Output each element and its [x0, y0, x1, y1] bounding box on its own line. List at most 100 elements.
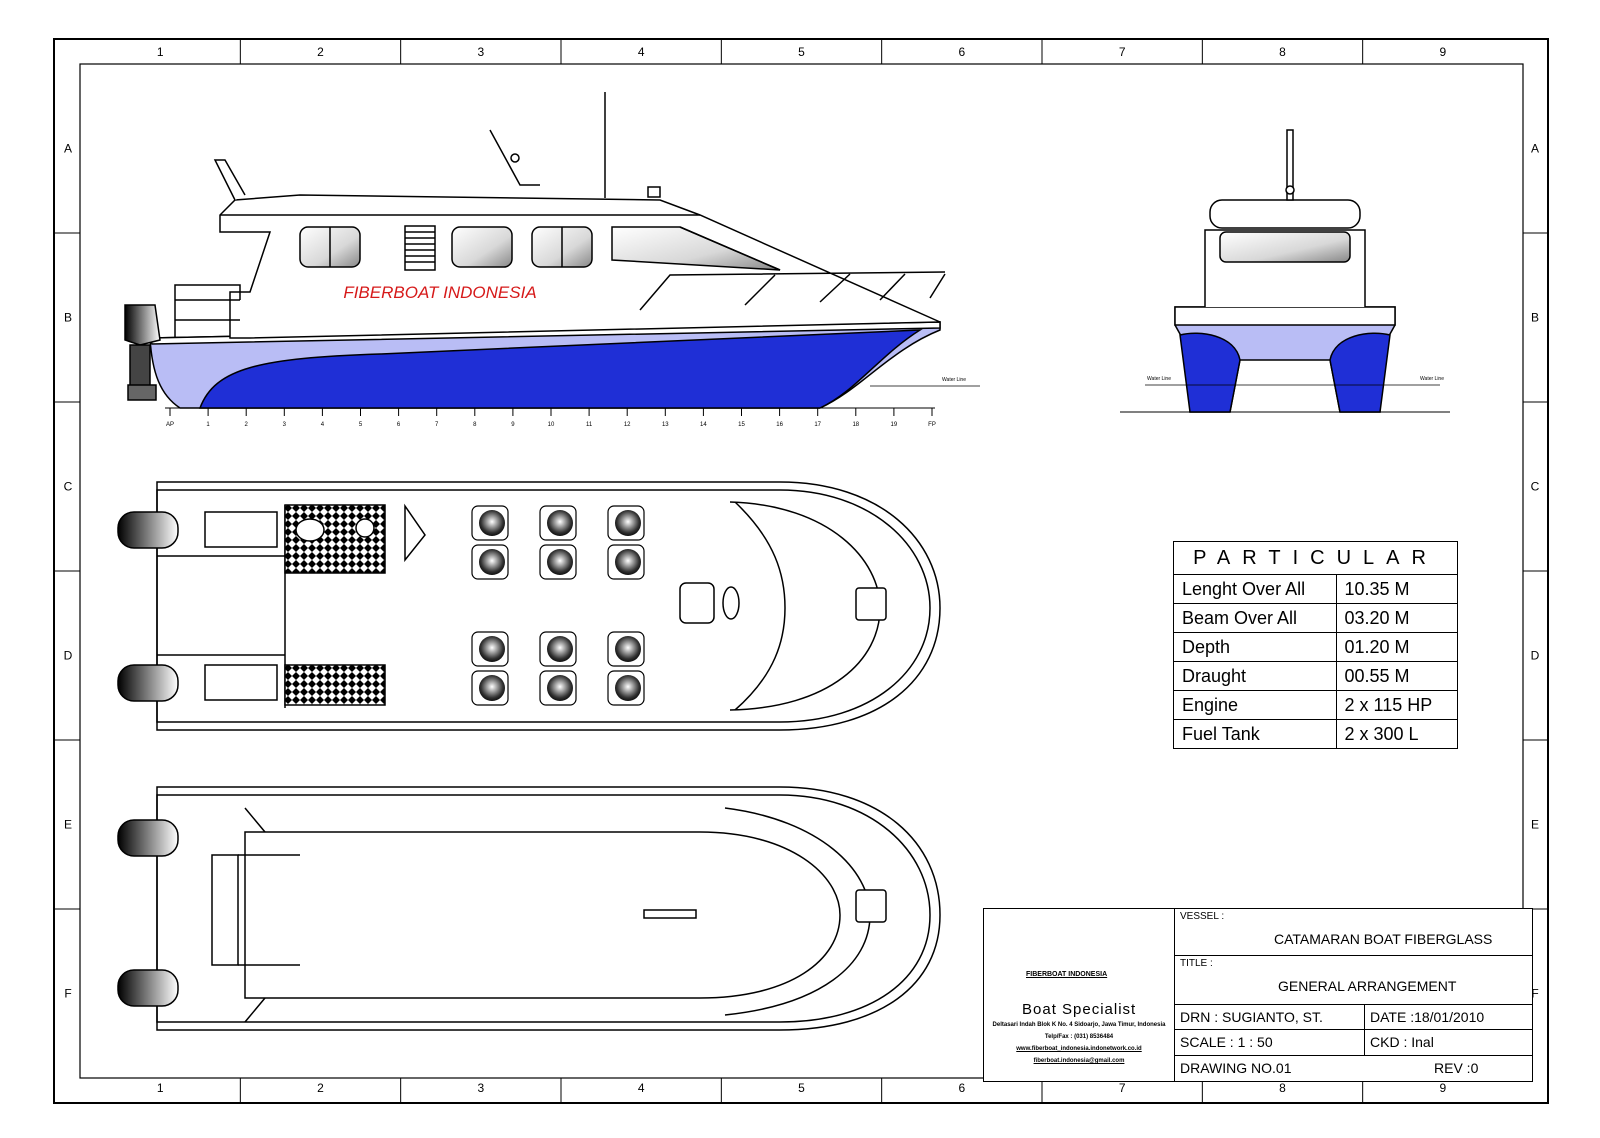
- profile-view: [124, 92, 980, 409]
- grid-column-label: 8: [1279, 45, 1286, 59]
- spec-label: Beam Over All: [1173, 603, 1337, 633]
- seat-cushion: [479, 636, 505, 662]
- grid-column-label: 3: [477, 45, 484, 59]
- station-label: 14: [700, 422, 707, 428]
- grid-row-label: E: [64, 818, 72, 832]
- company-phone: Telp/Fax : (031) 8536484: [1044, 1034, 1114, 1040]
- grid-column-label: 5: [798, 1081, 805, 1095]
- spec-value: 00.55 M: [1335, 661, 1458, 691]
- logo-text: FIBERBOAT INDONESIA: [1026, 971, 1108, 978]
- grid-row-label: F: [64, 987, 71, 1001]
- grid-column-label: 1: [157, 45, 164, 59]
- spec-value: 03.20 M: [1335, 603, 1458, 633]
- grid-column-label: 5: [798, 45, 805, 59]
- grid-row-label: D: [64, 649, 73, 663]
- spec-label: Depth: [1173, 632, 1337, 662]
- drawing-date: DATE :18/01/2010: [1370, 1009, 1485, 1025]
- grid-ticks: [54, 39, 1548, 1103]
- vessel-value: CATAMARAN BOAT FIBERGLASS: [1274, 931, 1493, 947]
- seat-cushion: [479, 549, 505, 575]
- revision: REV :0: [1434, 1060, 1479, 1076]
- grid-column-label: 8: [1279, 1081, 1286, 1095]
- grid-column-label: 4: [638, 45, 645, 59]
- seat-cushion: [479, 675, 505, 701]
- grid-column-label: 1: [157, 1081, 164, 1095]
- water-line-label-front-right: Water Line: [1420, 376, 1444, 382]
- company-email[interactable]: fiberboat.indonesia@gmail.com: [1033, 1058, 1125, 1064]
- grid-row-label: B: [1531, 311, 1539, 325]
- seat-cushion: [547, 675, 573, 701]
- seat-cushion: [547, 510, 573, 536]
- station-label: 5: [359, 422, 363, 428]
- station-label: 11: [586, 422, 593, 428]
- seat-cushion: [615, 549, 641, 575]
- front-view: [1120, 129, 1450, 413]
- company-website[interactable]: www.fiberboat_indonesia.indonetwork.co.i…: [1016, 1046, 1142, 1052]
- grid-row-label: A: [1531, 142, 1539, 156]
- company-address: Deltasari Indah Blok K No. 4 Sidoarjo, J…: [992, 1022, 1166, 1028]
- spec-label: Fuel Tank: [1173, 719, 1337, 749]
- grid-column-label: 3: [477, 1081, 484, 1095]
- roof-plan-view: [117, 786, 941, 1031]
- drawn-by: DRN : SUGIANTO, ST.: [1180, 1009, 1323, 1025]
- hull-brand-label: FIBERBOAT INDONESIA: [343, 283, 536, 302]
- grid-column-label: 6: [958, 45, 965, 59]
- seat-cushion: [547, 636, 573, 662]
- water-line-label-front-left: Water Line: [1147, 376, 1171, 382]
- grid-column-label: 9: [1439, 1081, 1446, 1095]
- grid-row-label: D: [1531, 649, 1540, 663]
- title-block: FIBERBOAT INDONESIA Boat Specialist Delt…: [983, 908, 1533, 1082]
- company-tagline: Boat Specialist: [1022, 1001, 1137, 1018]
- station-label: 4: [321, 422, 325, 428]
- grid-row-label: E: [1531, 818, 1539, 832]
- deck-plan-view: [117, 481, 941, 731]
- grid-column-label: 9: [1439, 45, 1446, 59]
- particular-title: PARTICULAR: [1173, 541, 1458, 575]
- station-label: 16: [776, 422, 783, 428]
- drawing-number: DRAWING NO.01: [1180, 1060, 1292, 1076]
- station-label: 18: [852, 422, 859, 428]
- title-label: TITLE :: [1180, 958, 1213, 969]
- spec-label: Draught: [1173, 661, 1337, 691]
- station-label: 1: [206, 422, 210, 428]
- spec-value: 01.20 M: [1335, 632, 1458, 662]
- station-label: 19: [891, 422, 898, 428]
- station-label: 6: [397, 422, 401, 428]
- station-label: 2: [245, 422, 249, 428]
- spec-label: Lenght Over All: [1173, 574, 1337, 604]
- station-label: 17: [814, 422, 821, 428]
- drawing-scale: SCALE : 1 : 50: [1180, 1034, 1273, 1050]
- station-label: FP: [928, 422, 936, 428]
- grid-row-label: F: [1531, 987, 1538, 1001]
- seat-cushion: [615, 636, 641, 662]
- grid-row-label: C: [64, 480, 73, 494]
- grid-row-label: A: [64, 142, 72, 156]
- vent-grille: [404, 225, 436, 271]
- grid-column-label: 2: [317, 45, 324, 59]
- passenger-seats: [471, 505, 645, 706]
- title-block-logo-cell: FIBERBOAT INDONESIA Boat Specialist Delt…: [984, 909, 1175, 1081]
- grid-row-label: C: [1531, 480, 1540, 494]
- grid-column-label: 2: [317, 1081, 324, 1095]
- station-label: 12: [624, 422, 631, 428]
- station-label: 9: [511, 422, 515, 428]
- seat-cushion: [479, 510, 505, 536]
- spec-value: 10.35 M: [1335, 574, 1458, 604]
- title-value: GENERAL ARRANGEMENT: [1278, 978, 1457, 994]
- grid-column-label: 7: [1119, 45, 1126, 59]
- seat-cushion: [615, 510, 641, 536]
- station-label: 8: [473, 422, 477, 428]
- station-label: AP: [166, 422, 174, 428]
- station-label: 15: [738, 422, 745, 428]
- station-label: 13: [662, 422, 669, 428]
- grid-column-label: 4: [638, 1081, 645, 1095]
- grid-row-label: B: [64, 311, 72, 325]
- grid-column-label: 6: [958, 1081, 965, 1095]
